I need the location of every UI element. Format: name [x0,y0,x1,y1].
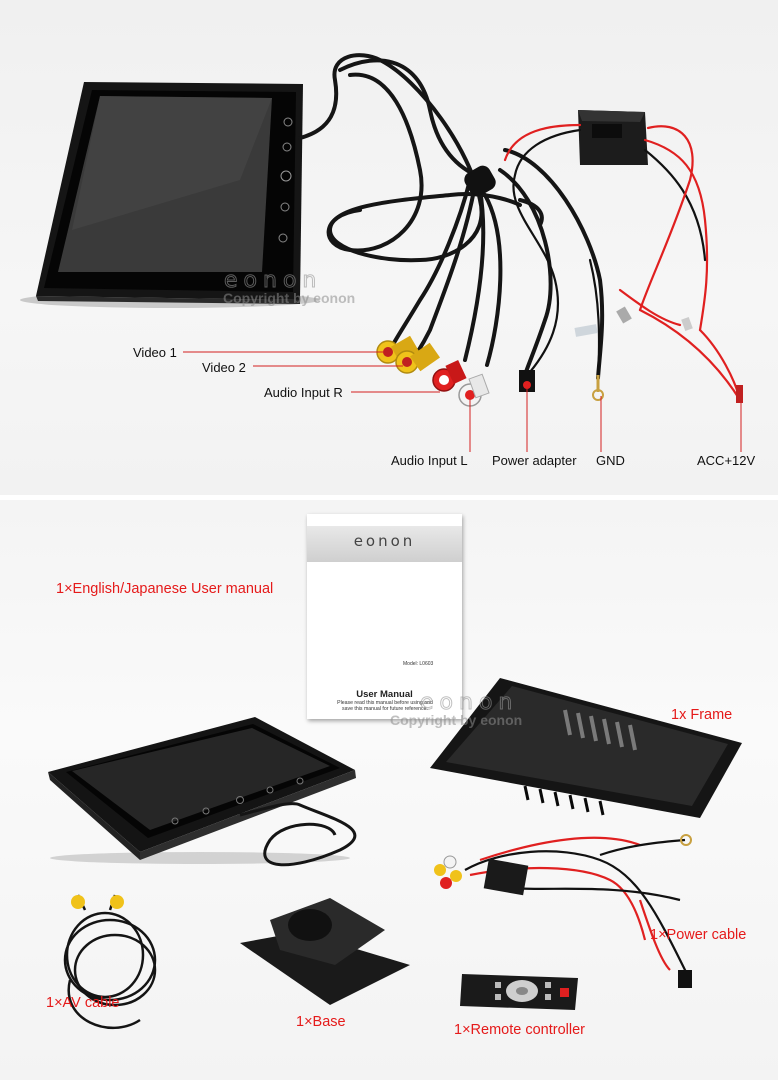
label-audio-input-r: Audio Input R [264,385,343,400]
watermark-logo: eonon [419,690,519,716]
power-cable-item [464,836,691,981]
base-item [240,898,410,1005]
label-gnd: GND [596,453,625,468]
label-remote-controller: 1×Remote controller [454,1022,585,1038]
label-acc-12v: ACC+12V [697,453,756,468]
watermark-logo: eonon [223,268,323,294]
watermark-text: Copyright by eonon [390,712,523,728]
callout-lines [183,351,742,452]
rca-audio-r-plug [432,359,467,392]
user-manual-item: eonon Model: L0603 User Manual Please re… [307,514,462,719]
connection-diagram-photo: eonon Copyright by eonon Video 1 Video 2… [0,0,778,495]
frame-item [430,678,742,818]
label-frame: 1x Frame [671,707,733,723]
manual-brand: eonon [353,532,416,550]
black-cable-bundle [298,53,605,380]
manual-note-line-2: save this manual for future reference. [342,706,428,712]
label-power-cable: 1×Power cable [650,927,747,943]
monitor-unit [36,82,303,304]
package-contents-photo: eonon Model: L0603 User Manual Please re… [0,500,778,1080]
monitor-item [48,717,356,864]
manual-note: Please read this manual before using and… [315,700,455,712]
remote-controller-item [460,974,578,1010]
label-audio-input-l: Audio Input L [391,453,468,468]
monitor-and-cables-illustration [20,53,743,452]
label-av-cable: 1×AV cable [46,995,120,1011]
label-video-2: Video 2 [202,360,246,375]
power-adapter-jack [519,370,535,392]
manual-note-line-1: Please read this manual before using and [337,700,433,706]
panel-divider [0,495,778,500]
manual-model: Model: L0603 [403,661,434,667]
label-power-adapter: Power adapter [492,453,577,468]
label-base: 1×Base [296,1014,346,1030]
label-user-manual: 1×English/Japanese User manual [56,581,274,597]
rca-audio-l-plug [458,373,490,407]
rca-video-2-plug [395,342,440,374]
rca-video-1-plug [376,335,420,364]
label-video-1: Video 1 [133,345,177,360]
manual-header-band [307,526,462,562]
manual-title: User Manual [356,689,413,700]
watermark-text: Copyright by eonon [223,290,356,306]
power-filter-box [578,110,648,165]
